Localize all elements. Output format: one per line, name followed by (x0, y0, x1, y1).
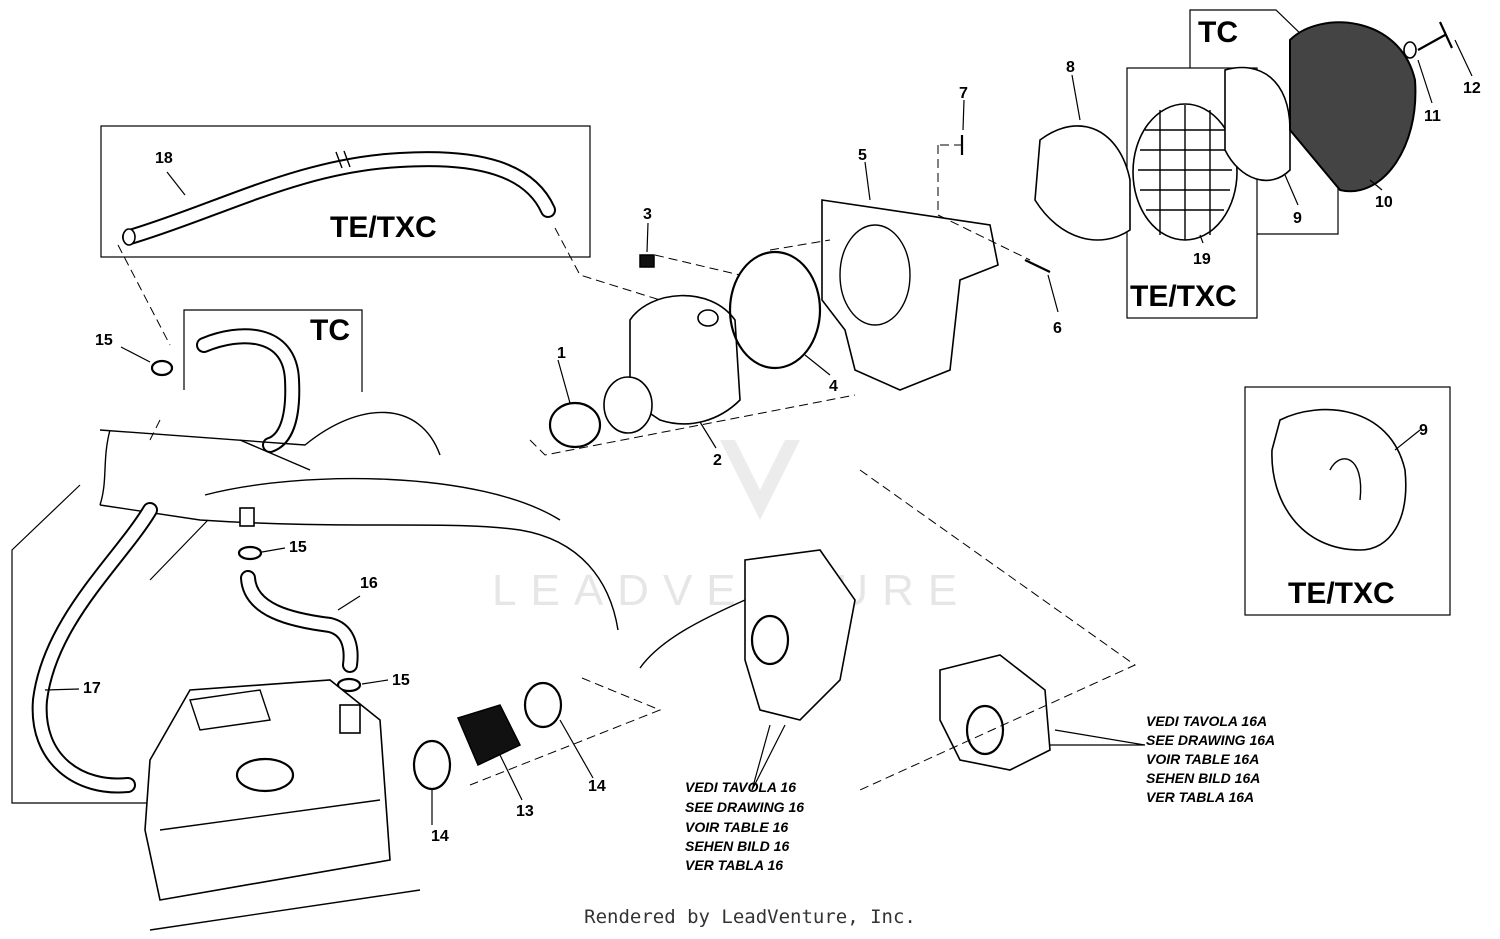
svg-text:VEDI TAVOLA 16: VEDI TAVOLA 16 (685, 779, 796, 795)
label-tc-filter: TC (1198, 16, 1238, 49)
svg-text:SEHEN BILD 16A: SEHEN BILD 16A (1146, 770, 1260, 786)
svg-text:VOIR TABLE 16: VOIR TABLE 16 (685, 819, 788, 835)
filter-19 (1132, 103, 1238, 241)
svg-text:VEDI TAVOLA 16A: VEDI TAVOLA 16A (1146, 713, 1267, 729)
clamp-15 (150, 359, 362, 693)
throttle-body-16 (639, 549, 856, 721)
callout-11: 11 (1424, 108, 1441, 125)
airbox-cover-2 (603, 294, 741, 434)
callout-1: 1 (557, 345, 566, 362)
callout-17: 17 (83, 680, 101, 697)
clamp-1 (548, 401, 602, 449)
hose-17 (11, 484, 209, 804)
svg-text:VER TABLA 16: VER TABLA 16 (685, 857, 783, 873)
label-te-txc-cover: TE/TXC (1288, 577, 1395, 610)
footer-credit: Rendered by LeadVenture, Inc. (584, 906, 916, 928)
nut-3 (639, 254, 655, 268)
screw-6 (1024, 259, 1051, 273)
label-te-txc-filter: TE/TXC (1130, 280, 1237, 313)
svg-text:SEE DRAWING 16: SEE DRAWING 16 (685, 799, 804, 815)
callout-8: 8 (1066, 59, 1075, 76)
airbox-5 (821, 199, 999, 391)
callout-6: 6 (1053, 320, 1062, 337)
callout-4: 4 (829, 378, 838, 395)
callout-18: 18 (155, 150, 173, 167)
frame-tube (99, 411, 619, 631)
callout-9: 9 (1293, 210, 1302, 227)
callout-5: 5 (858, 147, 867, 164)
callout-19: 19 (1193, 251, 1211, 268)
engine-head (144, 679, 421, 931)
callout-16: 16 (360, 575, 378, 592)
callout-15a: 15 (95, 332, 113, 349)
callout-10: 10 (1375, 194, 1393, 211)
watermark: LEADVENTURE (492, 440, 971, 615)
tc-hose (196, 328, 301, 453)
callout-3: 3 (643, 206, 652, 223)
callout-2: 2 (713, 452, 722, 469)
hose-18-box (100, 125, 591, 258)
callout-7: 7 (959, 85, 968, 102)
callout-14b: 14 (431, 828, 449, 845)
part-9 (1224, 66, 1291, 182)
reference-drawing-16: VEDI TAVOLA 16 SEE DRAWING 16 VOIR TABLE… (685, 779, 804, 873)
label-te-txc-hose: TE/TXC (330, 211, 437, 244)
hose-18 (122, 150, 556, 246)
filter-10 (1289, 21, 1417, 193)
svg-text:VER TABLA 16A: VER TABLA 16A (1146, 789, 1254, 805)
callout-9-alt: 9 (1419, 422, 1428, 439)
frame-8 (1034, 125, 1131, 241)
svg-text:SEHEN BILD 16: SEHEN BILD 16 (685, 838, 789, 854)
reference-drawing-16a: VEDI TAVOLA 16A SEE DRAWING 16A VOIR TAB… (1146, 713, 1275, 805)
seal-4 (728, 250, 822, 370)
callout-12: 12 (1463, 80, 1481, 97)
intake-boot-13 (456, 704, 522, 767)
label-tc-hose: TC (310, 314, 350, 347)
hose-16 (239, 507, 359, 673)
svg-text:VOIR TABLE 16A: VOIR TABLE 16A (1146, 751, 1259, 767)
alt-cover-box (1244, 386, 1451, 616)
leader-lines (44, 39, 1473, 825)
assembly-lines (117, 144, 1136, 791)
bolt-12 (1417, 21, 1453, 51)
washer-11 (1403, 41, 1417, 59)
watermark-text: LEADVENTURE (492, 566, 971, 615)
callout-15b: 15 (289, 539, 307, 556)
alt-cover-9 (1271, 408, 1407, 551)
throttle-body-16a (939, 654, 1051, 771)
clamp-14 (412, 681, 563, 791)
callout-13: 13 (516, 803, 534, 820)
svg-text:SEE DRAWING 16A: SEE DRAWING 16A (1146, 732, 1275, 748)
callout-14a: 14 (588, 778, 606, 795)
callout-15c: 15 (392, 672, 410, 689)
tc-hose-box (183, 309, 363, 392)
